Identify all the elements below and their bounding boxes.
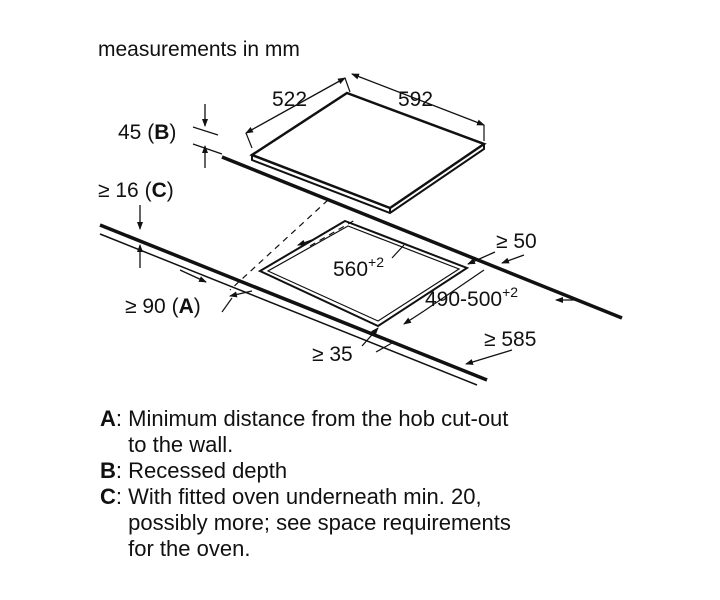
legend-key: B xyxy=(100,458,116,483)
projection-lines xyxy=(229,199,356,291)
dim-wall-distance-label: ≥ 90 (A) xyxy=(125,295,201,318)
dimension-cutout-depth: 490-500+2 xyxy=(403,251,518,325)
dimension-522: 522 xyxy=(245,77,351,149)
dim-cutout-width-label: 560+2 xyxy=(333,254,384,281)
legend-line: Minimum distance from the hob cut-out xyxy=(128,406,509,431)
legend-colon: : xyxy=(115,406,129,431)
legend-colon: : xyxy=(115,484,129,509)
dimension-front-min: ≥ 35 xyxy=(312,327,393,366)
dim-rear-min-label: ≥ 50 xyxy=(496,230,537,253)
dim-front-min-label: ≥ 35 xyxy=(312,343,353,366)
legend-text: With fitted oven underneath min. 20, pos… xyxy=(128,484,511,562)
legend-line: to the wall. xyxy=(128,432,234,457)
dim-oven-gap-label: ≥ 16 (C) xyxy=(98,179,174,202)
legend: A: Minimum distance from the hob cut-out… xyxy=(100,406,700,562)
legend-item-c: C: With fitted oven underneath min. 20, … xyxy=(100,484,700,562)
legend-key: C xyxy=(100,484,116,509)
dim-cutout-depth-label: 490-500+2 xyxy=(425,284,518,311)
legend-item-a: A: Minimum distance from the hob cut-out… xyxy=(100,406,700,458)
legend-line: With fitted oven underneath min. 20, xyxy=(128,484,482,509)
worktop-edges xyxy=(99,155,623,386)
legend-line: Recessed depth xyxy=(128,458,288,483)
legend-text: Recessed depth xyxy=(128,458,287,484)
dimension-worktop-depth: ≥ 585 xyxy=(465,297,576,365)
dimension-wall-distance: ≥ 90 (A) xyxy=(125,269,253,318)
dimension-rear-min: ≥ 50 xyxy=(496,230,537,264)
dim-522-label: 522 xyxy=(272,88,307,111)
dimension-recessed: 45 (B) xyxy=(118,104,223,168)
dimension-592: 592 xyxy=(351,73,485,141)
legend-text: Minimum distance from the hob cut-out to… xyxy=(128,406,508,458)
legend-colon: : xyxy=(115,458,129,483)
dimension-cutout-width: 560+2 xyxy=(297,239,405,281)
measurements-title: measurements in mm xyxy=(98,38,300,61)
cutout-shape xyxy=(257,219,470,328)
legend-key: A xyxy=(100,406,116,431)
dim-worktop-depth-label: ≥ 585 xyxy=(484,328,536,351)
hob-installation-diagram: measurements in mm 522 592 xyxy=(98,38,623,386)
dim-592-label: 592 xyxy=(398,88,433,111)
dimension-oven-gap: ≥ 16 (C) xyxy=(98,179,174,268)
legend-line: possibly more; see space requirements xyxy=(128,510,511,535)
dim-recessed-label: 45 (B) xyxy=(118,121,176,144)
legend-line: for the oven. xyxy=(128,536,251,561)
legend-item-b: B: Recessed depth xyxy=(100,458,700,484)
